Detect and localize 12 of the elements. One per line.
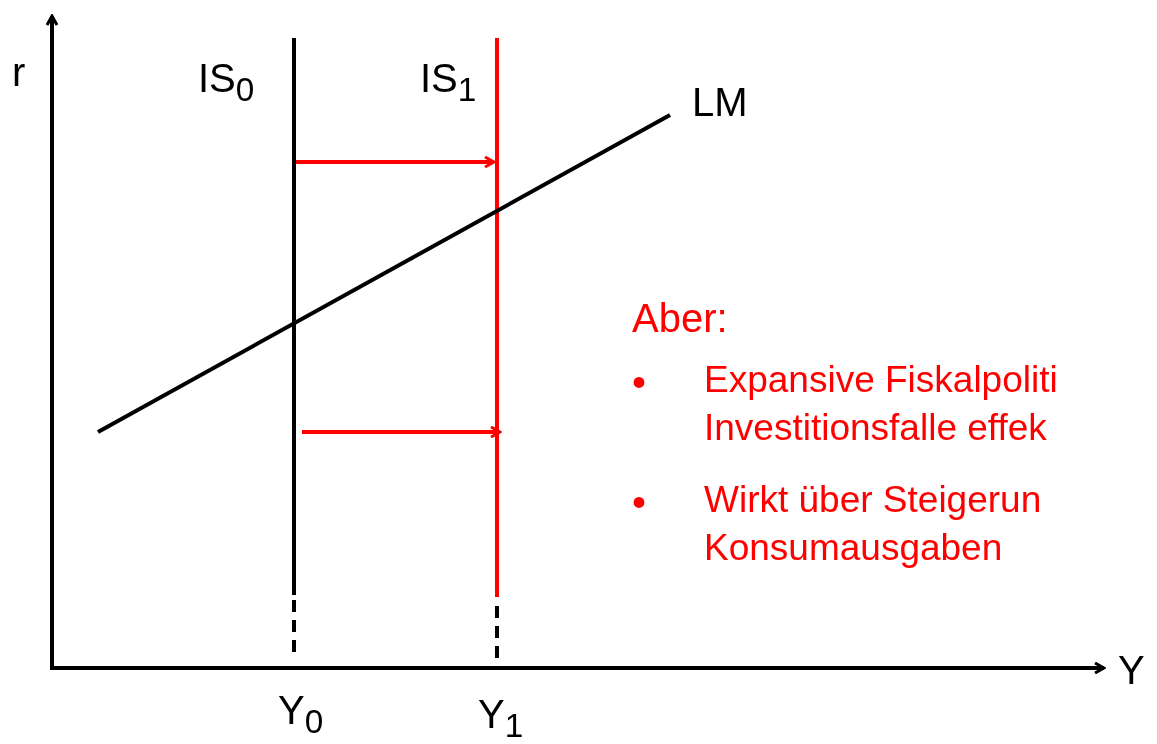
bullet: • <box>632 362 646 402</box>
curve-label: LM <box>692 82 748 122</box>
axis-label: r <box>12 52 26 92</box>
bullet-text: Wirkt über Steigerun Konsumausgaben <box>704 478 1043 571</box>
bullet: • <box>632 482 646 522</box>
axis-label: Y$_{1}$ <box>478 694 524 743</box>
axis-label: Y <box>1118 650 1145 690</box>
axis-label: Y$_{0}$ <box>278 690 324 739</box>
curve-label: IS$_{0}$ <box>198 58 255 107</box>
note-heading: Aber: <box>632 298 728 338</box>
curve-label: IS$_{1}$ <box>420 58 477 107</box>
bullet-text: Expansive Fiskalpoliti Investitionsfalle effek <box>704 358 1059 451</box>
